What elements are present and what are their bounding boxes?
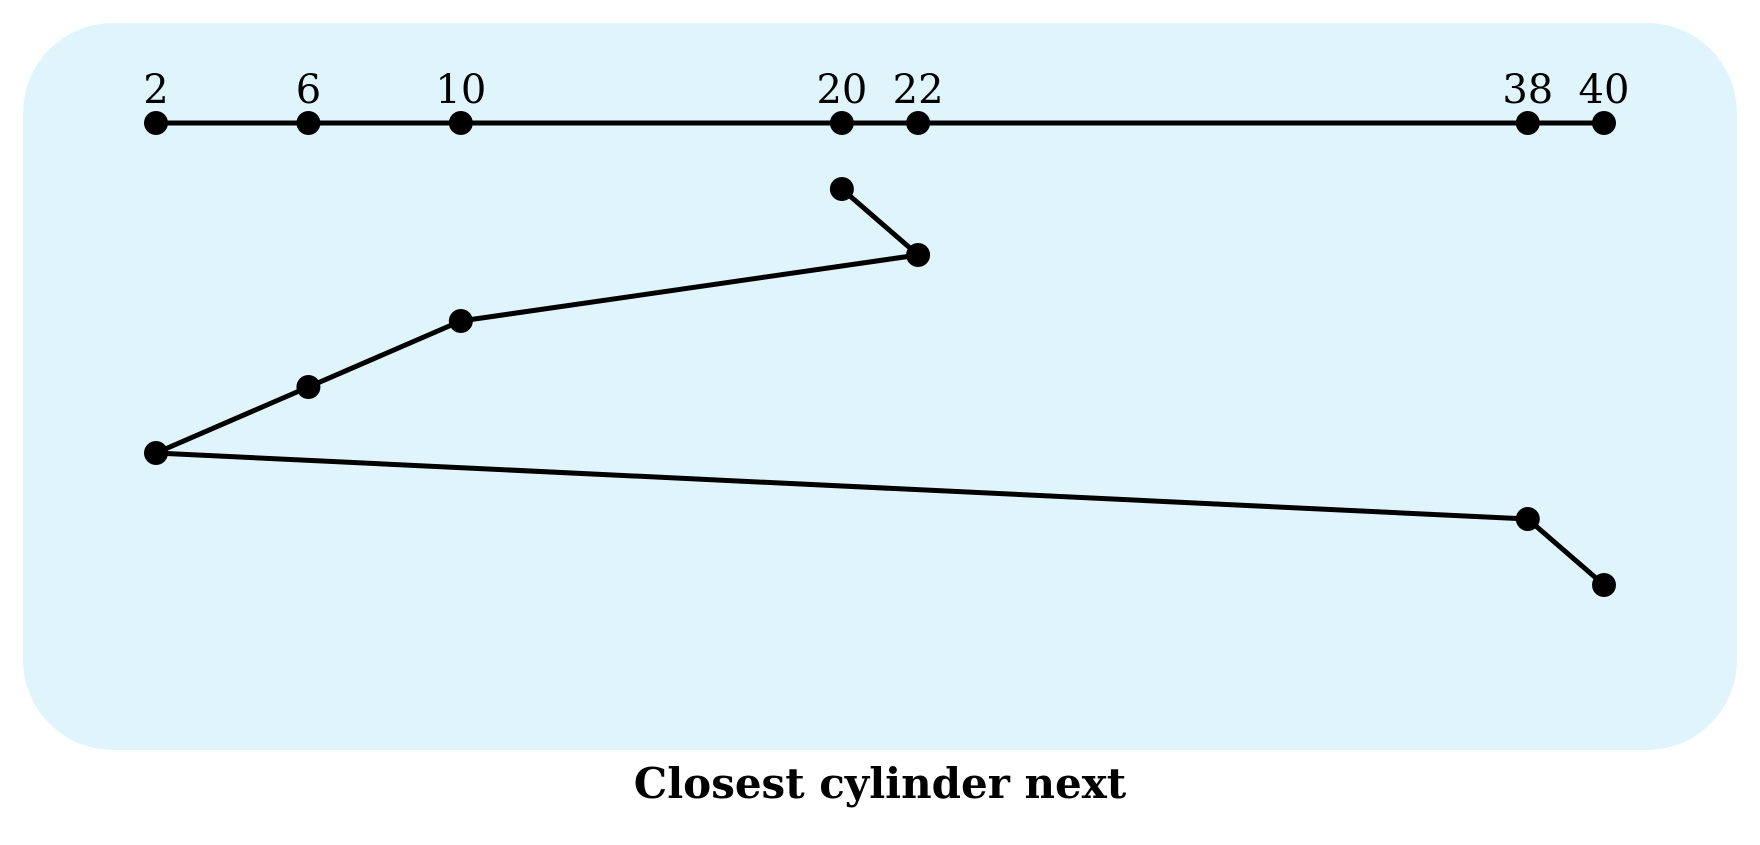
- axis-dot-2: [144, 111, 168, 135]
- path-point-20: [829, 177, 854, 201]
- axis-dot-38: [1515, 111, 1540, 135]
- axis-dot-20: [829, 111, 854, 135]
- tick-label-22: 22: [893, 67, 944, 113]
- path-point-10: [448, 309, 473, 333]
- path-segment-1: [839, 186, 921, 258]
- path-segment-3: [305, 318, 464, 390]
- path-segment-2: [458, 252, 921, 324]
- path-segment-6: [1525, 516, 1607, 588]
- diagram-panel: [23, 23, 1737, 750]
- path-segment-5: [153, 450, 1531, 522]
- path-point-2: [144, 441, 168, 465]
- path-point-38: [1515, 507, 1540, 531]
- diagram-caption: Closest cylinder next: [634, 759, 1127, 808]
- path-point-6: [296, 375, 321, 399]
- axis-dot-40: [1592, 111, 1616, 135]
- tick-label-2: 2: [143, 67, 168, 113]
- path-segment-4: [153, 384, 311, 456]
- tick-label-40: 40: [1579, 67, 1630, 113]
- axis-dot-10: [448, 111, 473, 135]
- cylinder-axis: 2 6 10 20 22 38 40: [143, 67, 1629, 135]
- axis-dot-22: [906, 111, 931, 135]
- tick-label-6: 6: [296, 67, 321, 113]
- tick-label-10: 10: [435, 67, 486, 113]
- tick-label-38: 38: [1502, 67, 1553, 113]
- path-point-22: [906, 243, 931, 267]
- tick-label-20: 20: [816, 67, 867, 113]
- service-path: [144, 177, 1616, 597]
- path-point-40: [1592, 573, 1616, 597]
- axis-dot-6: [296, 111, 321, 135]
